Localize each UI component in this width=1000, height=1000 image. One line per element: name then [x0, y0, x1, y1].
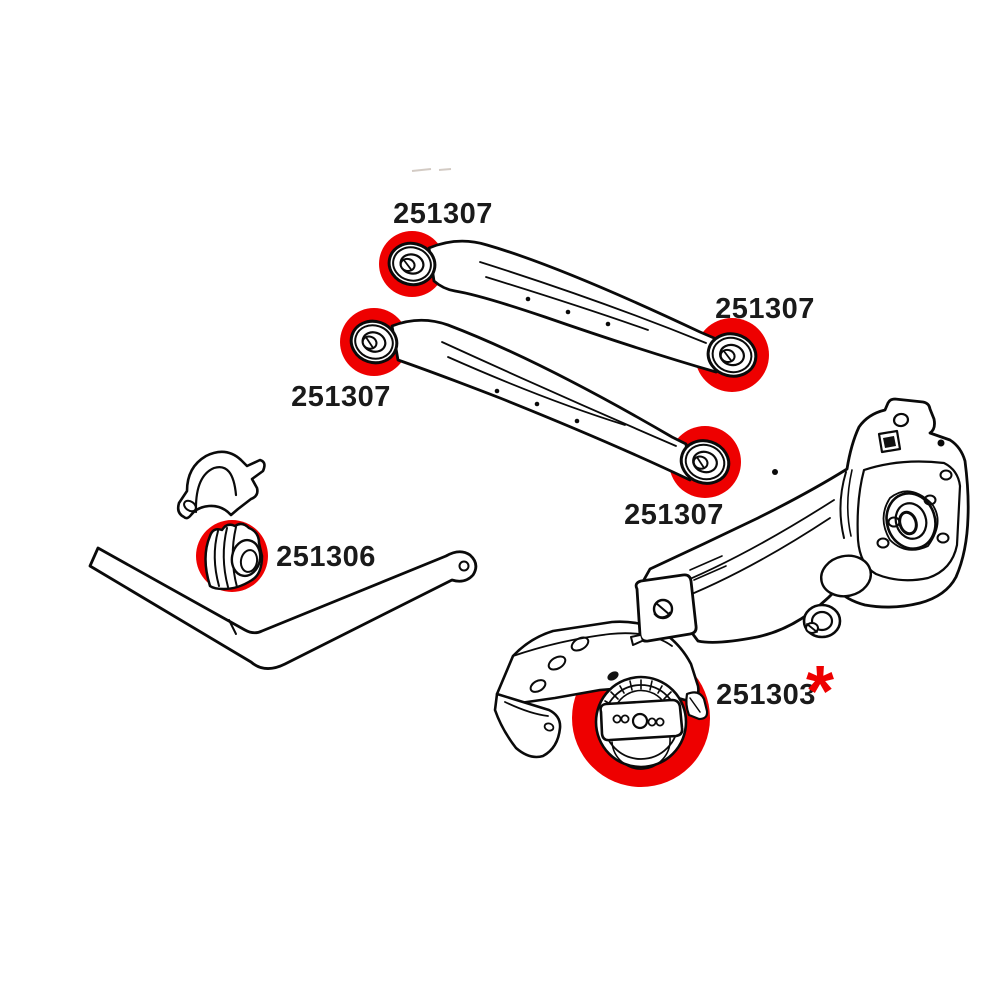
part-label-251307-right: 251307: [715, 293, 815, 325]
contour-line: [479, 261, 707, 344]
contour-line: [441, 341, 677, 447]
bracket-front-flange: [493, 692, 562, 759]
bushing-eye: [706, 332, 758, 378]
rivet-hole: [605, 321, 611, 327]
bushing-eye: [387, 241, 437, 287]
arm-shaft: [427, 239, 718, 374]
contour-line: [485, 276, 649, 331]
neck-crease: [846, 469, 853, 537]
part-label-251306: 251306: [276, 541, 376, 573]
part-labels: 251307 251307 251307 251307 251306 25130…: [276, 198, 834, 732]
clamp-bolt-hole: [183, 499, 197, 513]
hub-bolt-hole: [936, 532, 950, 544]
anti-roll-bar: [88, 546, 478, 670]
flange-fold-line: [504, 701, 549, 717]
part-label-251307-bottom: 251307: [624, 499, 724, 531]
contour-line: [447, 356, 626, 426]
clamp-strap: [176, 450, 266, 520]
mount-small-hole: [620, 714, 630, 724]
bracket-slot: [570, 636, 590, 652]
bushing-eye: [679, 439, 731, 485]
hub-flange: [882, 490, 939, 551]
bushing-bore: [239, 549, 259, 573]
knuckle-dot: [937, 439, 945, 447]
part-label-251307-top: 251307: [393, 198, 493, 230]
part-label-251303: 251303: [716, 679, 816, 711]
bracket-notch: [630, 634, 643, 646]
lower-lateral-arm: [340, 308, 741, 498]
bushing-rib: [222, 527, 229, 588]
mount-center-hole: [631, 712, 649, 730]
arm-shaft: [390, 318, 692, 482]
hub-bolt-hole: [876, 537, 890, 549]
tab-hole: [892, 412, 910, 428]
hub-bore: [898, 510, 918, 536]
arm-dot: [772, 469, 778, 475]
trailing-arm-mount: [493, 620, 710, 787]
hub-outer-ring: [885, 492, 937, 550]
hub-face-plate: [856, 460, 962, 582]
rivet-hole: [525, 296, 531, 302]
flange-hole: [543, 722, 555, 732]
rivet-hole: [565, 309, 571, 315]
hub-bolt-hole: [939, 469, 953, 481]
rivet-hole: [494, 388, 500, 394]
mount-small-hole: [655, 717, 665, 727]
bushing-face: [230, 538, 262, 578]
rivet-hole: [574, 418, 580, 424]
bar-end-hole: [458, 560, 470, 572]
bracket-bolt: [607, 671, 619, 681]
bar-outline: [88, 546, 478, 670]
knuckle-cutout: [819, 554, 873, 598]
arm-front-bracket: [630, 573, 698, 646]
bracket-slot: [529, 679, 547, 693]
bushing-eye: [349, 319, 399, 365]
anti-roll-bar-bushing: [196, 520, 268, 592]
bracket-slot: [547, 655, 567, 671]
mount-arc: [611, 737, 671, 770]
rivet-hole: [534, 401, 540, 407]
part-label-251307-left: 251307: [291, 381, 391, 413]
hub-bolt-hole: [887, 516, 901, 528]
trailing-arm-with-knuckle: [630, 397, 970, 646]
mount-serrations: [604, 679, 672, 706]
neck-crease: [839, 471, 847, 539]
bushing-rib: [213, 530, 220, 587]
knuckle-lower-eye: [802, 603, 842, 639]
upper-lateral-arm: [379, 231, 769, 392]
contour-line: [689, 555, 723, 571]
bend-crease: [228, 619, 237, 635]
faint-watermark-dashes: [411, 168, 452, 172]
anti-roll-bar-clamp: [176, 450, 266, 520]
hub-bolt-hole: [923, 494, 937, 506]
strap-inner-edge: [194, 466, 238, 514]
contour-line: [693, 565, 727, 581]
footnote-asterisk: *: [806, 652, 834, 732]
